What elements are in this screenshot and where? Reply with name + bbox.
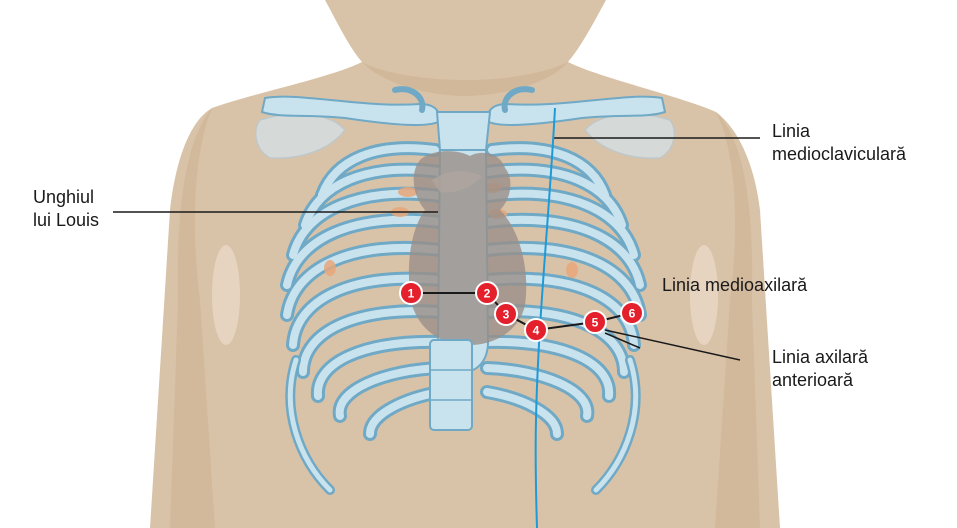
label-line: lui Louis [33,209,99,232]
label-line: Unghiul [33,186,99,209]
label-line: medioclaviculară [772,143,906,166]
electrode-v1: 1 [400,282,422,304]
electrode-v3: 3 [495,303,517,325]
electrode-label: 5 [592,316,599,330]
label-angle-of-louis: Unghiul lui Louis [33,186,99,232]
electrode-v4: 4 [525,319,547,341]
label-line: Linia axilară [772,346,868,369]
electrode-v6: 6 [621,302,643,324]
electrode-label: 2 [484,287,491,301]
label-line: Linia medioaxilară [662,274,807,297]
label-midclavicular-line: Linia medioclaviculară [772,120,906,166]
label-line: anterioară [772,369,868,392]
spine [430,340,472,430]
electrode-label: 1 [408,287,415,301]
label-line: Linia [772,120,906,143]
label-anterior-axillary-line: Linia axilară anterioară [772,346,868,392]
electrode-label: 4 [533,324,540,338]
electrode-label: 3 [503,308,510,322]
label-midaxillary-line: Linia medioaxilară [662,274,807,297]
electrode-v5: 5 [584,311,606,333]
electrode-v2: 2 [476,282,498,304]
electrode-label: 6 [629,307,636,321]
